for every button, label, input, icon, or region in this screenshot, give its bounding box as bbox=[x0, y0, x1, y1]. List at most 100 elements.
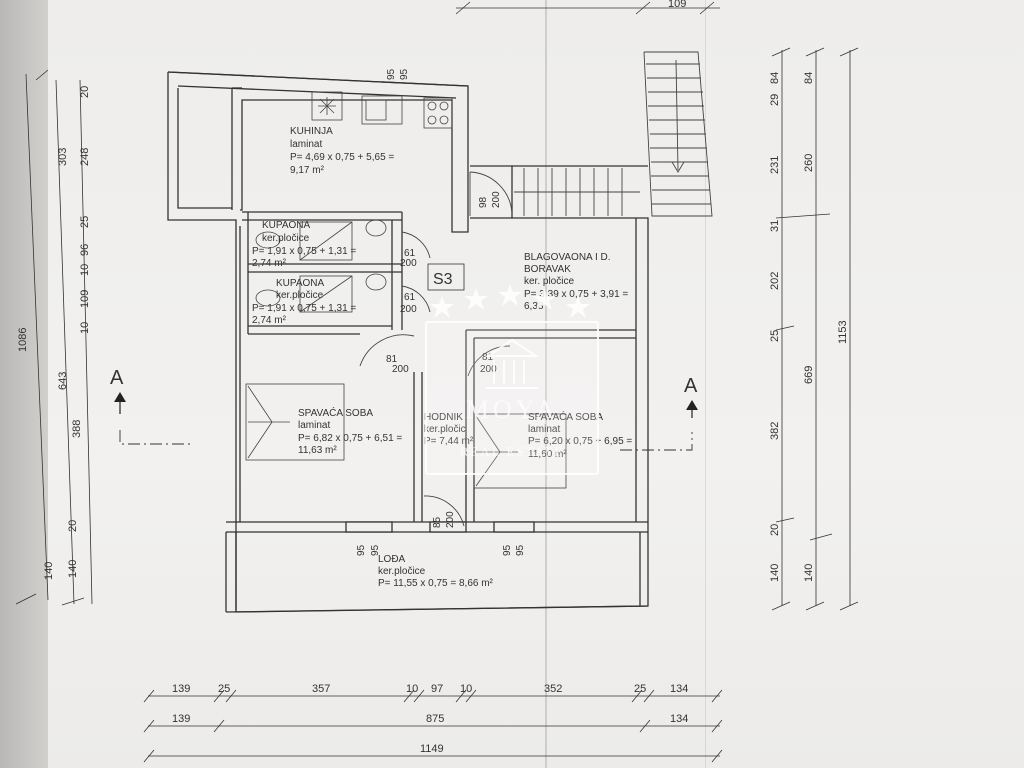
door-dim: 85 bbox=[432, 516, 443, 528]
room-area-total: 11,60 m² bbox=[528, 449, 567, 460]
room-floor: laminat bbox=[298, 420, 330, 431]
room-floor: ker.pločic bbox=[424, 424, 466, 435]
room-blagovaona: BLAGOVAONA I D. BORAVAK ker. pločice P= … bbox=[524, 252, 628, 312]
room-name: KUHINJA bbox=[290, 126, 333, 137]
dim-label: 260 bbox=[803, 154, 815, 172]
dim-label: 303 bbox=[57, 148, 69, 166]
room-area-formula: P= 1,91 x 0,75 + 1,31 = bbox=[252, 303, 356, 314]
dim-label: 669 bbox=[803, 366, 815, 384]
dim-label: 10 bbox=[460, 683, 472, 695]
dim-label: 140 bbox=[43, 562, 55, 580]
room-kupaona-2: KUPAONA ker.pločice P= 1,91 x 0,75 + 1,3… bbox=[252, 278, 356, 326]
room-kuhinja: KUHINJA laminat P= 4,69 x 0,75 + 5,65 = … bbox=[290, 126, 394, 176]
door-dim: 98 bbox=[478, 196, 489, 208]
room-area-formula: P= 7,44 m² bbox=[424, 436, 474, 447]
dim-label: 388 bbox=[71, 420, 83, 438]
building-icon bbox=[484, 338, 540, 389]
room-area-total: 2,74 m² bbox=[252, 315, 287, 326]
room-floor: ker.pločice bbox=[262, 233, 310, 244]
dim-label: 1086 bbox=[17, 328, 29, 352]
dim-label: 25 bbox=[769, 330, 781, 342]
dim-label: 31 bbox=[769, 220, 781, 232]
room-area-total: 2,74 m² bbox=[252, 258, 287, 269]
door-dim: 95 bbox=[515, 544, 526, 556]
paper-sheet bbox=[48, 0, 1024, 768]
dim-label: 875 bbox=[426, 713, 444, 725]
room-kupaona-1: KUPAONA ker.pločice P= 1,91 x 0,75 + 1,3… bbox=[252, 220, 356, 269]
dim-label: 140 bbox=[769, 564, 781, 582]
door-dim: 200 bbox=[400, 304, 417, 315]
dim-label: 643 bbox=[57, 372, 69, 390]
paper-fold bbox=[545, 0, 547, 768]
room-floor: laminat bbox=[290, 139, 322, 150]
room-name: LOĐA bbox=[378, 554, 406, 565]
door-dim: 95 bbox=[399, 68, 410, 80]
room-area-total: 11,63 m² bbox=[298, 445, 337, 456]
dim-label: 20 bbox=[769, 524, 781, 536]
dim-label: 1153 bbox=[837, 320, 849, 344]
dim-label: 29 bbox=[769, 94, 781, 106]
door-dim: 81 bbox=[386, 354, 398, 365]
room-name: KUPAONA bbox=[262, 220, 310, 231]
right-dimension-labels: 29 231 31 202 25 382 20 140 84 260 669 1… bbox=[769, 72, 849, 582]
room-area-formula: P= 6,82 x 0,75 + 6,51 = bbox=[298, 433, 402, 444]
dim-label: 140 bbox=[67, 560, 79, 578]
dim-label: 20 bbox=[79, 86, 91, 98]
watermark-tagline: REAL ESTATE bbox=[460, 444, 565, 459]
dim-label: 84 bbox=[803, 72, 815, 84]
room-floor: ker.pločice bbox=[276, 290, 324, 301]
dim-label: 134 bbox=[670, 713, 688, 725]
dim-label: 10 bbox=[79, 264, 91, 276]
door-dim: 95 bbox=[356, 544, 367, 556]
room-name: KUPAONA bbox=[276, 278, 324, 289]
dim-label: 382 bbox=[769, 422, 781, 440]
dim-label: 248 bbox=[79, 148, 91, 166]
paper-fold bbox=[705, 0, 706, 768]
room-name: SPAVAĆA SOBA bbox=[298, 406, 373, 419]
room-spavaca-soba-1: SPAVAĆA SOBA laminat P= 6,82 x 0,75 + 6,… bbox=[298, 406, 402, 456]
dim-label: 231 bbox=[769, 156, 781, 174]
watermark: MOYA REAL ESTATE bbox=[425, 284, 599, 475]
room-hodnik: HODNIK ker.pločic P= 7,44 m² bbox=[424, 412, 474, 447]
stairs bbox=[514, 51, 713, 217]
dim-label: 20 bbox=[67, 520, 79, 532]
section-letter: A bbox=[110, 367, 124, 389]
dim-label: 352 bbox=[544, 683, 562, 695]
bottom-dimensions bbox=[143, 1, 723, 763]
dim-label: 134 bbox=[670, 683, 688, 695]
dim-label: 10 bbox=[406, 683, 418, 695]
dim-label: 97 bbox=[431, 683, 443, 695]
room-area-formula: P= 1,91 x 0,75 + 1,31 = bbox=[252, 246, 356, 257]
dim-label: 84 bbox=[769, 72, 781, 84]
dim-label: 10 bbox=[79, 322, 91, 334]
room-area-formula: P= 4,69 x 0,75 + 5,65 = bbox=[290, 152, 394, 163]
door-dim: 200 bbox=[445, 511, 456, 528]
fixtures bbox=[245, 91, 567, 489]
dim-label: 357 bbox=[312, 683, 330, 695]
dim-label: 96 bbox=[79, 244, 91, 256]
room-floor: ker.pločice bbox=[378, 566, 426, 577]
bottom-dimension-labels: 139 25 357 10 97 10 352 25 134 139 875 1… bbox=[172, 0, 688, 755]
door-dim: 200 bbox=[400, 258, 417, 269]
dim-label: 25 bbox=[634, 683, 646, 695]
door-dimensions: 95 95 98 200 61 200 61 200 81 200 81 200… bbox=[356, 68, 526, 556]
dim-label: 139 bbox=[172, 683, 190, 695]
section-mark-right: A bbox=[620, 375, 698, 451]
unit-label-box bbox=[427, 263, 465, 291]
room-area-formula: P= 6,20 x 0,75 + 6,95 = bbox=[528, 436, 632, 447]
door-dim: 81 bbox=[482, 352, 494, 363]
door-dim: 95 bbox=[502, 544, 513, 556]
door-dim: 61 bbox=[404, 292, 416, 303]
room-area-formula: P= 11,55 x 0,75 = 8,66 m² bbox=[378, 578, 494, 589]
door-dim: 200 bbox=[491, 191, 502, 208]
room-name: SPAVAĆA SOBA bbox=[528, 410, 603, 423]
room-area-total: 6,38 bbox=[524, 301, 544, 312]
dim-label: 109 bbox=[79, 290, 91, 308]
door-dim: 200 bbox=[392, 364, 409, 375]
dim-label: 25 bbox=[79, 216, 91, 228]
left-dimension-labels: 1086 303 643 140 20 248 25 96 10 109 10 … bbox=[17, 86, 91, 580]
dim-label: 1149 bbox=[420, 743, 444, 755]
room-area-total: 9,17 m² bbox=[290, 165, 325, 176]
